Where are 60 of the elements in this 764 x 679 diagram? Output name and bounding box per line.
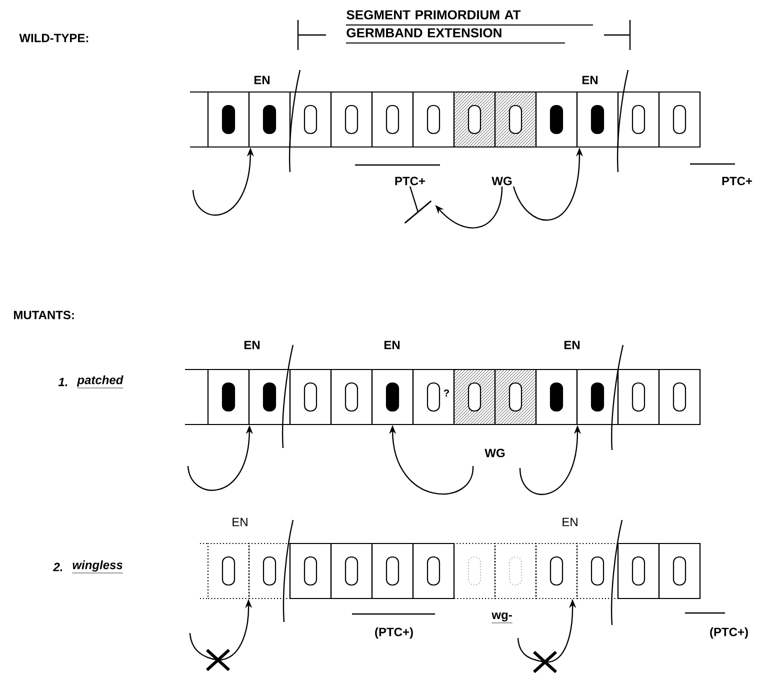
cell: [289, 542, 332, 600]
cell: [494, 542, 537, 600]
cell: [371, 91, 414, 148]
cell: [248, 542, 291, 600]
cell: [576, 91, 619, 148]
gene-label: EN: [564, 340, 580, 350]
gene-label: (PTC+): [685, 612, 748, 639]
cross-mark: [517, 638, 557, 674]
gene-label: EN: [244, 340, 260, 350]
gene-label: WG: [484, 448, 505, 458]
row-label: patched: [76, 375, 124, 388]
cell: [330, 542, 373, 600]
gene-label: EN: [562, 518, 578, 526]
cell: [535, 542, 578, 600]
cell: [494, 368, 537, 426]
inhibition-bar: [404, 200, 432, 224]
cell: [453, 542, 496, 600]
gene-label: wg-: [491, 612, 513, 624]
cell: [248, 91, 291, 148]
cell: [658, 91, 701, 148]
cell: [412, 542, 455, 600]
cross-mark: [189, 632, 230, 672]
cell: [330, 91, 373, 148]
row-label: wingless: [72, 560, 124, 574]
cell: [658, 542, 701, 600]
heading: SEGMENT PRIMORDIUM AT GERMBAND EXTENSION: [346, 10, 594, 44]
cell: [371, 542, 414, 600]
gene-label: PTC+: [355, 164, 440, 186]
gene-label: EN: [254, 76, 270, 84]
gene-label: EN: [582, 76, 598, 84]
row-label: WILD-TYPE:: [19, 34, 88, 42]
cell: [535, 91, 578, 148]
gene-label: (PTC+): [352, 613, 435, 639]
gene-label: PTC+: [690, 163, 752, 186]
cell: [248, 368, 291, 426]
cell: [330, 368, 373, 426]
cell: [576, 368, 619, 426]
cell: [617, 91, 660, 148]
row-label: 1.: [58, 378, 68, 386]
cell: [494, 91, 537, 148]
cell: [412, 91, 455, 148]
cell: [289, 91, 332, 148]
cell: [576, 542, 619, 600]
row-label: MUTANTS:: [14, 310, 74, 320]
cell: [289, 368, 332, 426]
cell: [453, 368, 496, 426]
cell: [535, 368, 578, 426]
cell: [453, 91, 496, 148]
cell: [207, 368, 250, 426]
cell: [207, 91, 250, 148]
gene-label: EN: [232, 518, 248, 526]
cell: [207, 542, 250, 600]
cell: [617, 542, 660, 600]
cell: [617, 368, 660, 426]
cell: [371, 368, 414, 426]
gene-label: WG: [492, 176, 512, 186]
cell: [658, 368, 701, 426]
gene-label: EN: [384, 340, 400, 350]
cell: ?: [412, 368, 455, 426]
row-label: 2.: [53, 562, 62, 572]
